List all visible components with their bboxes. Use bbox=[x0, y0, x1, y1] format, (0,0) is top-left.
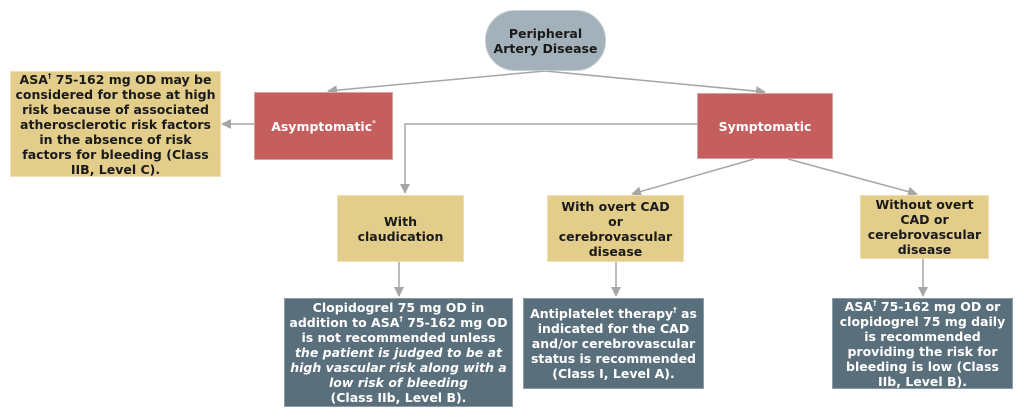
rec-text: Antiplatelet therapy bbox=[530, 306, 674, 321]
connector-root-to-asymptomatic bbox=[327, 70, 546, 96]
rec-text: 75-162 mg OD or clopidogrel 75 mg daily … bbox=[839, 298, 1006, 389]
with-overt-cad-node: With overt CAD or cerebrovascular diseas… bbox=[547, 195, 684, 262]
root-label-line1: Peripheral bbox=[508, 25, 583, 41]
dagger-marker: † bbox=[673, 306, 677, 314]
without-overt-cad-node: Without overt CAD or cerebrovascular dis… bbox=[860, 195, 989, 259]
asymptomatic-node: Asymptomatic* bbox=[254, 92, 393, 160]
connector-symptomatic-to-without-cad bbox=[787, 158, 918, 197]
symptomatic-label: Symptomatic bbox=[718, 118, 812, 134]
rec-text: 75-162 mg OD may be considered for those… bbox=[15, 71, 216, 177]
rec-text: as indicated for the CAD and/or cerebrov… bbox=[530, 306, 697, 381]
rec-text: 75-162 mg OD is not recommended unless bbox=[301, 315, 508, 345]
dagger-marker: † bbox=[47, 71, 52, 80]
dagger-marker: † bbox=[399, 315, 403, 323]
rec-italic-text: the patient is judged to be at high vasc… bbox=[290, 345, 507, 390]
dagger-marker: † bbox=[873, 298, 877, 307]
rec-text: ASA bbox=[19, 71, 48, 87]
root-node-peripheral-artery-disease: Peripheral Artery Disease bbox=[485, 10, 606, 71]
rec-evidence-level: (Class IIb, Level B). bbox=[330, 390, 467, 405]
symptomatic-node: Symptomatic bbox=[697, 93, 833, 159]
connector-symptomatic-to-overt-cad bbox=[631, 158, 755, 197]
with-overt-cad-label: With overt CAD or cerebrovascular diseas… bbox=[558, 198, 673, 259]
rec-text: ASA bbox=[844, 298, 874, 314]
without-overt-cad-label: Without overt CAD or cerebrovascular dis… bbox=[867, 197, 982, 257]
with-claudication-node: With claudication bbox=[337, 195, 464, 262]
asymptomatic-recommendation-box: ASA† 75-162 mg OD may be considered for … bbox=[10, 71, 221, 177]
asterisk-marker: * bbox=[372, 118, 376, 127]
with-claudication-label: With claudication bbox=[357, 213, 444, 244]
rec-text: Clopidogrel 75 mg OD in addition to ASA bbox=[289, 300, 485, 330]
without-cad-recommendation-box: ASA† 75-162 mg OD or clopidogrel 75 mg d… bbox=[832, 298, 1013, 389]
asymptomatic-label: Asymptomatic bbox=[271, 118, 373, 134]
connector-root-to-symptomatic bbox=[544, 70, 766, 97]
connector-symptomatic-to-claudication bbox=[400, 123, 697, 194]
root-label-line2: Artery Disease bbox=[493, 40, 598, 56]
overt-cad-recommendation-box: Antiplatelet therapy† as indicated for t… bbox=[523, 298, 704, 389]
claudication-recommendation-box: Clopidogrel 75 mg OD in addition to ASA†… bbox=[284, 298, 513, 407]
